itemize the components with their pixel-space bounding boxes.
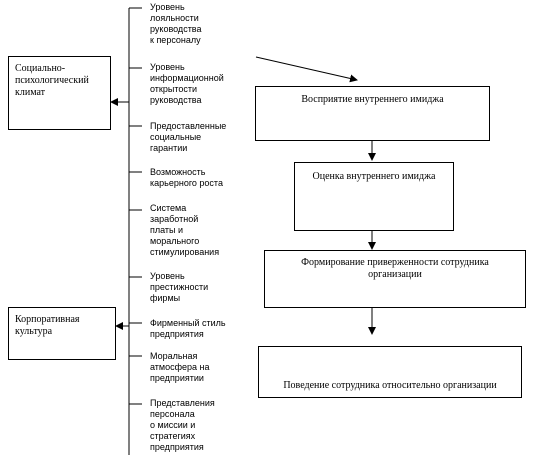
evaluation-box: Оценка внутреннего имиджа <box>294 162 454 231</box>
factor-mission: Представления персонала о миссии и страт… <box>150 398 215 452</box>
climate-box: Социально- психологический климат <box>8 56 111 130</box>
factor-career: Возможность карьерного роста <box>150 167 223 188</box>
factor-salary: Система заработной платы и морального ст… <box>150 203 220 257</box>
factor-prestige: Уровень престижности фирмы <box>150 271 209 303</box>
commitment-box: Формирование приверженности сотрудника о… <box>264 250 526 308</box>
climate-label: Социально- психологический климат <box>15 63 89 98</box>
commitment-label: Формирование приверженности сотрудника о… <box>301 257 489 280</box>
arrow-to-perception <box>255 56 358 83</box>
evaluation-label: Оценка внутреннего имиджа <box>312 171 436 182</box>
culture-label: Корпоративная культура <box>15 314 80 337</box>
factor-social-guarantees: Предоставленные социальные гарантии <box>150 121 227 153</box>
factor-ticks <box>129 7 142 405</box>
perception-label: Восприятие внутреннего имиджа <box>301 94 444 105</box>
factor-corporate-style: Фирменный стиль предприятия <box>150 318 226 339</box>
factor-loyalty: Уровень лояльности руководства к персона… <box>150 2 202 45</box>
culture-box: Корпоративная культура <box>8 307 116 360</box>
perception-box: Восприятие внутреннего имиджа <box>255 86 490 141</box>
factor-moral-atmosphere: Моральная атмосфера на предприятии <box>150 351 210 383</box>
factor-openness: Уровень информационной открытости руково… <box>150 62 224 105</box>
behavior-box: Поведение сотрудника относительно органи… <box>258 346 522 398</box>
behavior-label: Поведение сотрудника относительно органи… <box>283 380 497 391</box>
